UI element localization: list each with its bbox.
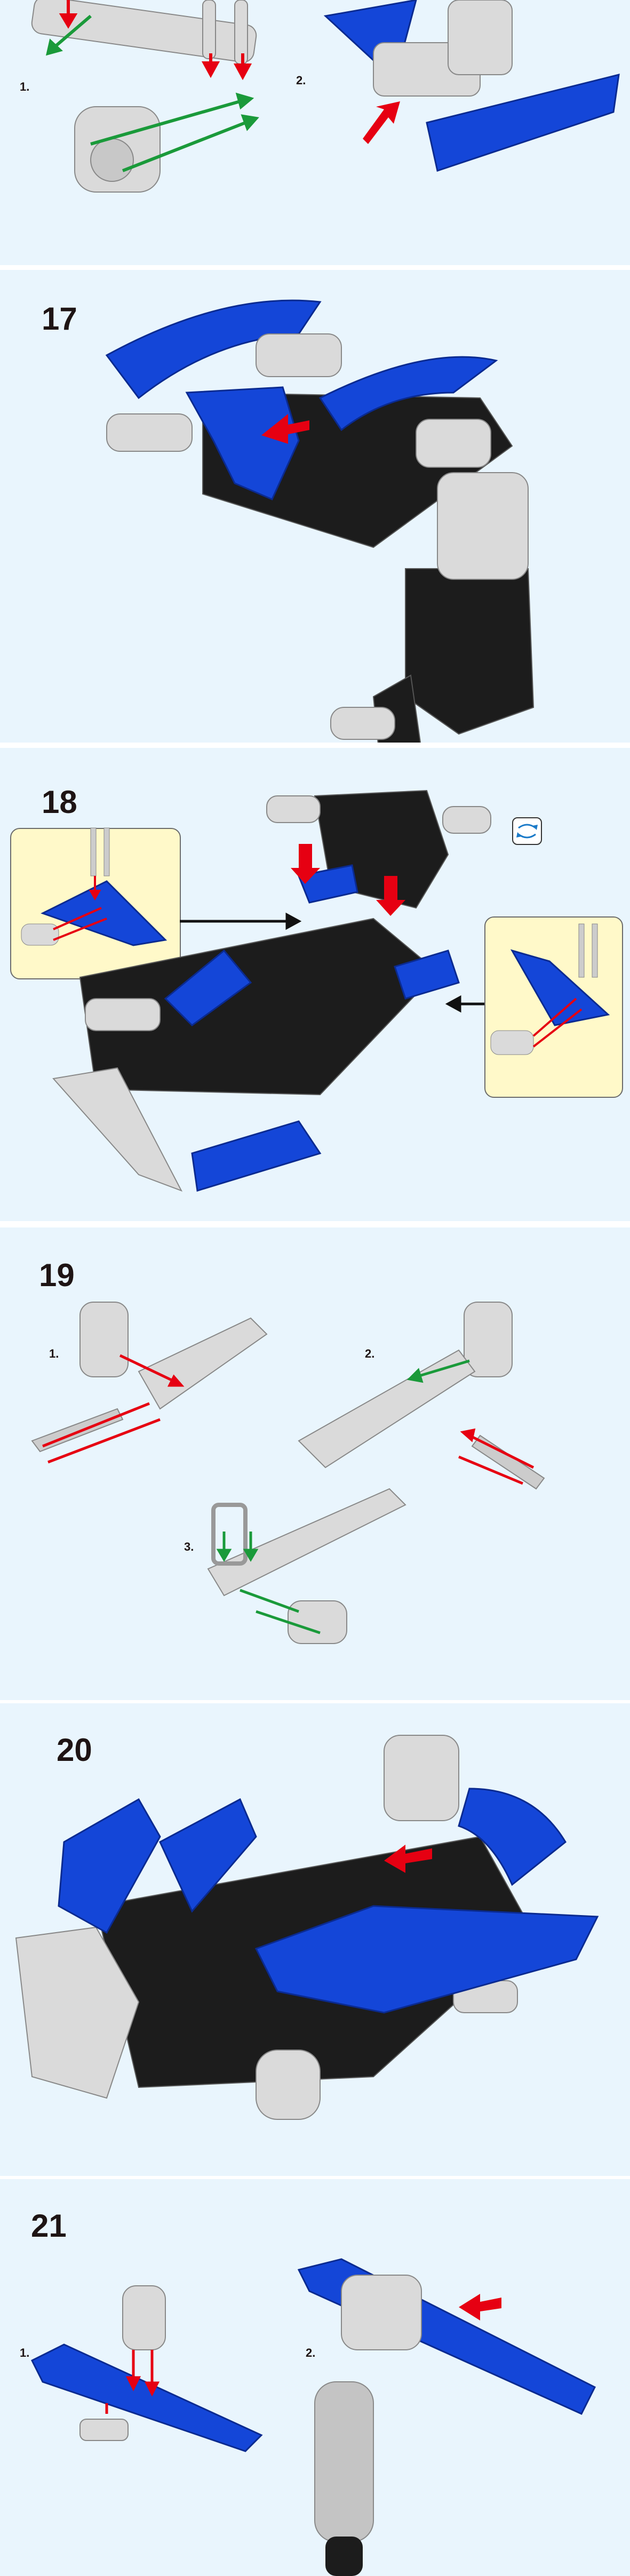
step-18-panel: 18 bbox=[0, 748, 630, 1221]
red-arrow-insert bbox=[459, 2294, 501, 2320]
grey-parts bbox=[79, 2275, 422, 2542]
step-21-panel: 21 1. 2. bbox=[0, 2179, 630, 2576]
connector-block-3 bbox=[288, 1600, 347, 1644]
step-19-panel: 19 1. 2. 3. bbox=[0, 1227, 630, 1700]
connector-block-1 bbox=[79, 1302, 129, 1377]
step-number: 19 bbox=[39, 1257, 75, 1293]
step-17-panel: 17 bbox=[0, 270, 630, 743]
blue-wings bbox=[105, 299, 498, 500]
beam-1 bbox=[138, 1317, 268, 1410]
step-20-panel: 20 bbox=[0, 1703, 630, 2176]
red-arrow-insert bbox=[363, 101, 400, 144]
red-arrows bbox=[59, 0, 252, 81]
callout-left-parts bbox=[21, 827, 168, 946]
blue-wings bbox=[58, 1788, 599, 2014]
grey-beams bbox=[106, 333, 529, 740]
red-arrow bbox=[384, 1845, 432, 1873]
red-arrows bbox=[105, 2350, 160, 2414]
substep-label-2: 2. bbox=[365, 1347, 375, 1360]
substep-label-3: 3. bbox=[184, 1540, 194, 1553]
step-21-illustration bbox=[30, 2258, 596, 2576]
grey-parts bbox=[15, 1735, 518, 2120]
step-number: 20 bbox=[57, 1732, 92, 1768]
substep-label-2: 2. bbox=[296, 74, 306, 87]
step-18-illustration bbox=[21, 789, 610, 1192]
beam-3 bbox=[207, 1488, 406, 1597]
step-17-illustration bbox=[105, 299, 535, 743]
rotate-model-icon bbox=[512, 817, 542, 845]
blue-wings bbox=[164, 864, 460, 1192]
step-16-illustration bbox=[31, 0, 620, 193]
pointer-arrows bbox=[180, 912, 484, 1013]
red-arrow bbox=[261, 414, 309, 444]
step-number: 21 bbox=[31, 2208, 67, 2244]
step-number: 18 bbox=[42, 784, 77, 820]
damper-end bbox=[325, 2537, 363, 2576]
step-number: 17 bbox=[42, 301, 77, 337]
substep-label-1: 1. bbox=[20, 2346, 30, 2359]
substep-label-1: 1. bbox=[20, 80, 30, 93]
step-20-illustration bbox=[15, 1735, 599, 2120]
step-16-panel: 1. 2. bbox=[0, 0, 630, 265]
callout-right-parts bbox=[490, 923, 610, 1055]
green-arrows bbox=[45, 14, 259, 172]
connector-block-2 bbox=[464, 1302, 513, 1377]
substep-label-2: 2. bbox=[306, 2346, 316, 2359]
red-arrows bbox=[291, 844, 405, 916]
step-19-illustration bbox=[31, 1302, 545, 1644]
beam-2 bbox=[298, 1349, 476, 1469]
grey-beams bbox=[52, 795, 491, 1192]
blue-wing-assembly bbox=[323, 0, 620, 172]
substep-label-1: 1. bbox=[49, 1347, 59, 1360]
